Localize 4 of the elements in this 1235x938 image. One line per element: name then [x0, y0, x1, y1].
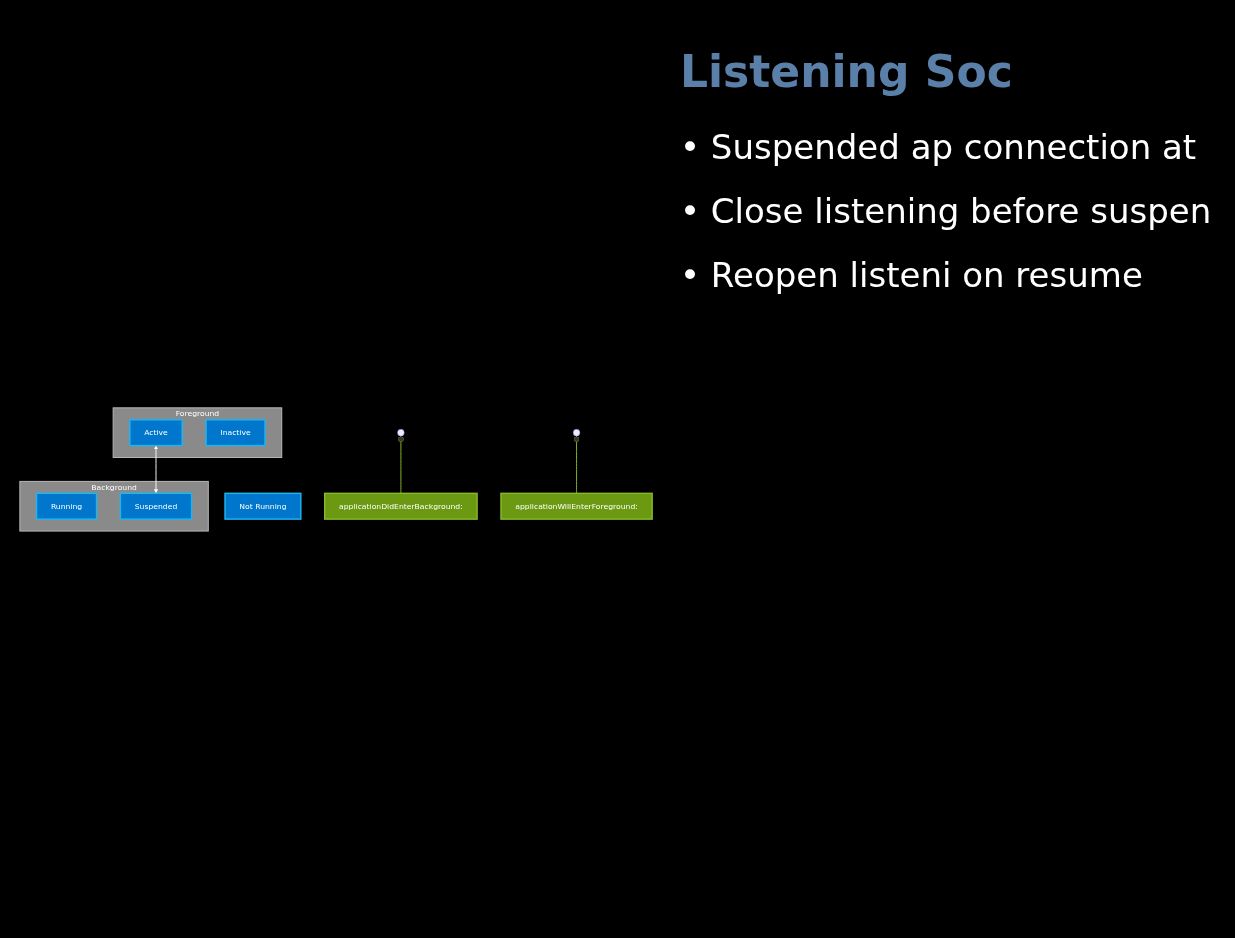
bullet-point: • Reopen listeni on resume: [680, 255, 1144, 295]
bullet-point: • Close listening before suspen: [680, 191, 1213, 231]
slide-title: Listening Soc: [680, 46, 1014, 97]
bullet-point: • Suspended ap connection at: [680, 127, 1198, 167]
